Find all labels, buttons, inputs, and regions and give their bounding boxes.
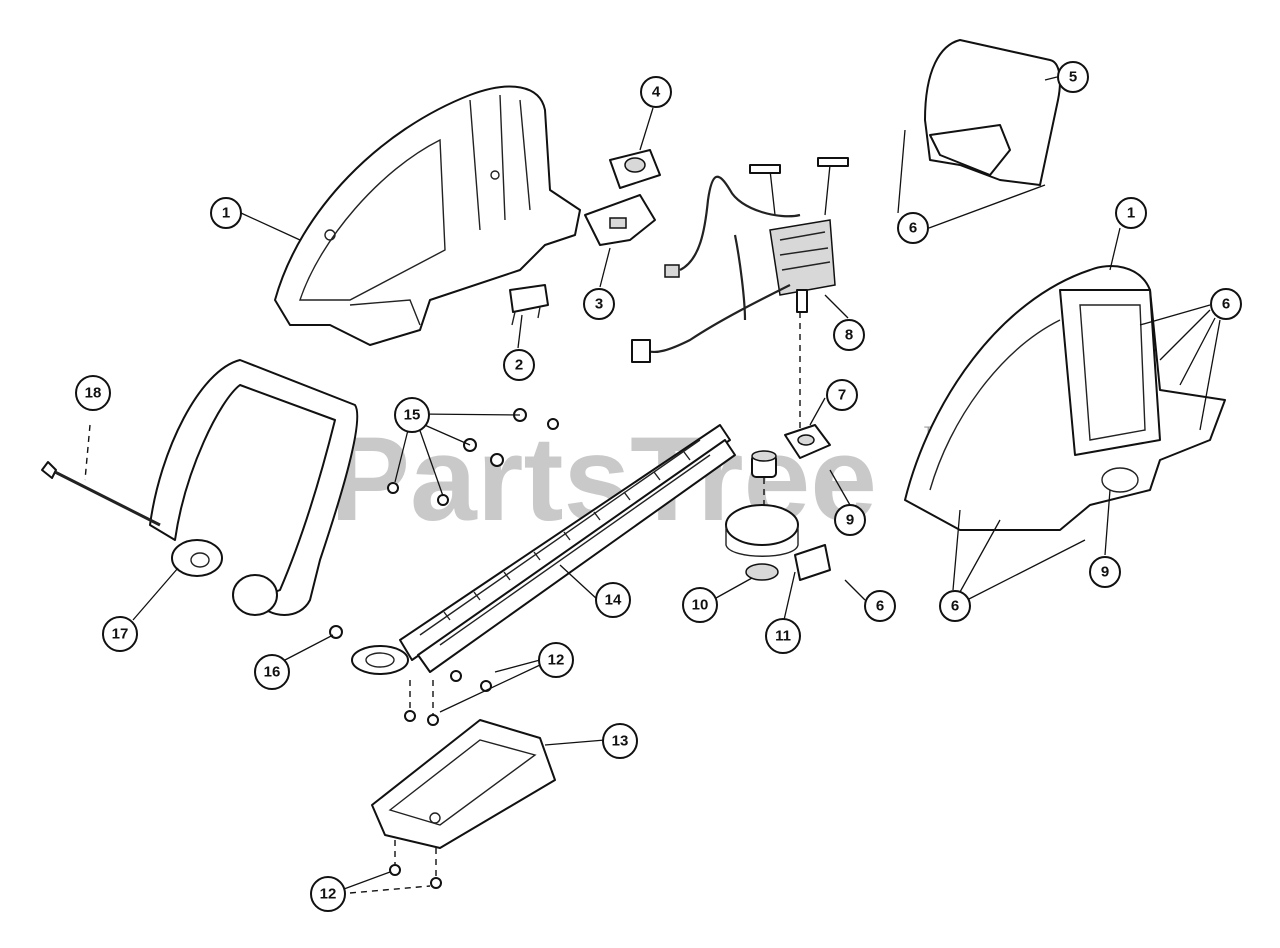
switch — [509, 284, 549, 326]
callout-label: 18 — [85, 385, 102, 402]
bushing — [751, 450, 777, 478]
gear-plate — [784, 424, 831, 459]
callout-8: 8 — [833, 319, 865, 351]
callout-label: 4 — [652, 84, 661, 101]
drive-gear — [725, 478, 799, 581]
callout-9-right: 9 — [1089, 556, 1121, 588]
motor — [631, 157, 849, 363]
callout-label: 11 — [775, 628, 791, 645]
hardware — [84, 312, 801, 889]
front-handle — [149, 359, 359, 616]
callout-label: 8 — [845, 327, 853, 344]
lock-button — [609, 149, 661, 189]
callout-label: 2 — [515, 357, 523, 374]
callout-9-left: 9 — [834, 504, 866, 536]
callout-12-upper: 12 — [538, 642, 574, 678]
callout-label: 6 — [1222, 296, 1230, 313]
callout-label: 14 — [605, 592, 622, 609]
callout-15: 15 — [394, 397, 430, 433]
blade-assembly — [351, 424, 736, 675]
callout-5: 5 — [1057, 61, 1089, 93]
callout-2: 2 — [503, 349, 535, 381]
callout-11: 11 — [765, 618, 801, 654]
leader-lines — [132, 76, 1221, 894]
blade-cover — [371, 719, 556, 849]
callout-7: 7 — [826, 379, 858, 411]
callout-label: 10 — [692, 597, 709, 614]
callout-label: 6 — [951, 598, 959, 615]
callout-label: 15 — [404, 407, 421, 424]
callout-label: 6 — [876, 598, 884, 615]
callout-label: 3 — [595, 296, 603, 313]
callout-label: 9 — [846, 512, 854, 529]
callout-label: 12 — [548, 652, 565, 669]
left-housing-half — [274, 85, 581, 346]
switch-lever — [584, 194, 656, 246]
callout-label: 7 — [838, 387, 846, 404]
callout-6-bottom: 6 — [939, 590, 971, 622]
callout-3: 3 — [583, 288, 615, 320]
callout-6-gear: 6 — [864, 590, 896, 622]
callout-12-lower: 12 — [310, 876, 346, 912]
callout-4: 4 — [640, 76, 672, 108]
right-housing-half — [904, 265, 1226, 531]
callout-label: 6 — [909, 220, 917, 237]
callout-label: 16 — [264, 664, 281, 681]
callout-14: 14 — [595, 582, 631, 618]
callout-1-right: 1 — [1115, 197, 1147, 229]
long-bolt — [41, 461, 161, 527]
callout-6-top: 6 — [897, 212, 929, 244]
callout-label: 12 — [320, 886, 337, 903]
callout-17: 17 — [102, 616, 138, 652]
callout-16: 16 — [254, 654, 290, 690]
callout-6-right: 6 — [1210, 288, 1242, 320]
bracket — [794, 544, 831, 581]
callout-label: 1 — [222, 205, 230, 222]
callout-10: 10 — [682, 587, 718, 623]
callout-18: 18 — [75, 375, 111, 411]
callout-label: 13 — [612, 733, 629, 750]
callout-13: 13 — [602, 723, 638, 759]
callout-label: 9 — [1101, 564, 1109, 581]
callout-label: 17 — [112, 626, 129, 643]
callout-label: 5 — [1069, 69, 1077, 86]
hand-guard — [924, 39, 1061, 186]
callout-label: 1 — [1127, 205, 1135, 222]
callout-1-left: 1 — [210, 197, 242, 229]
